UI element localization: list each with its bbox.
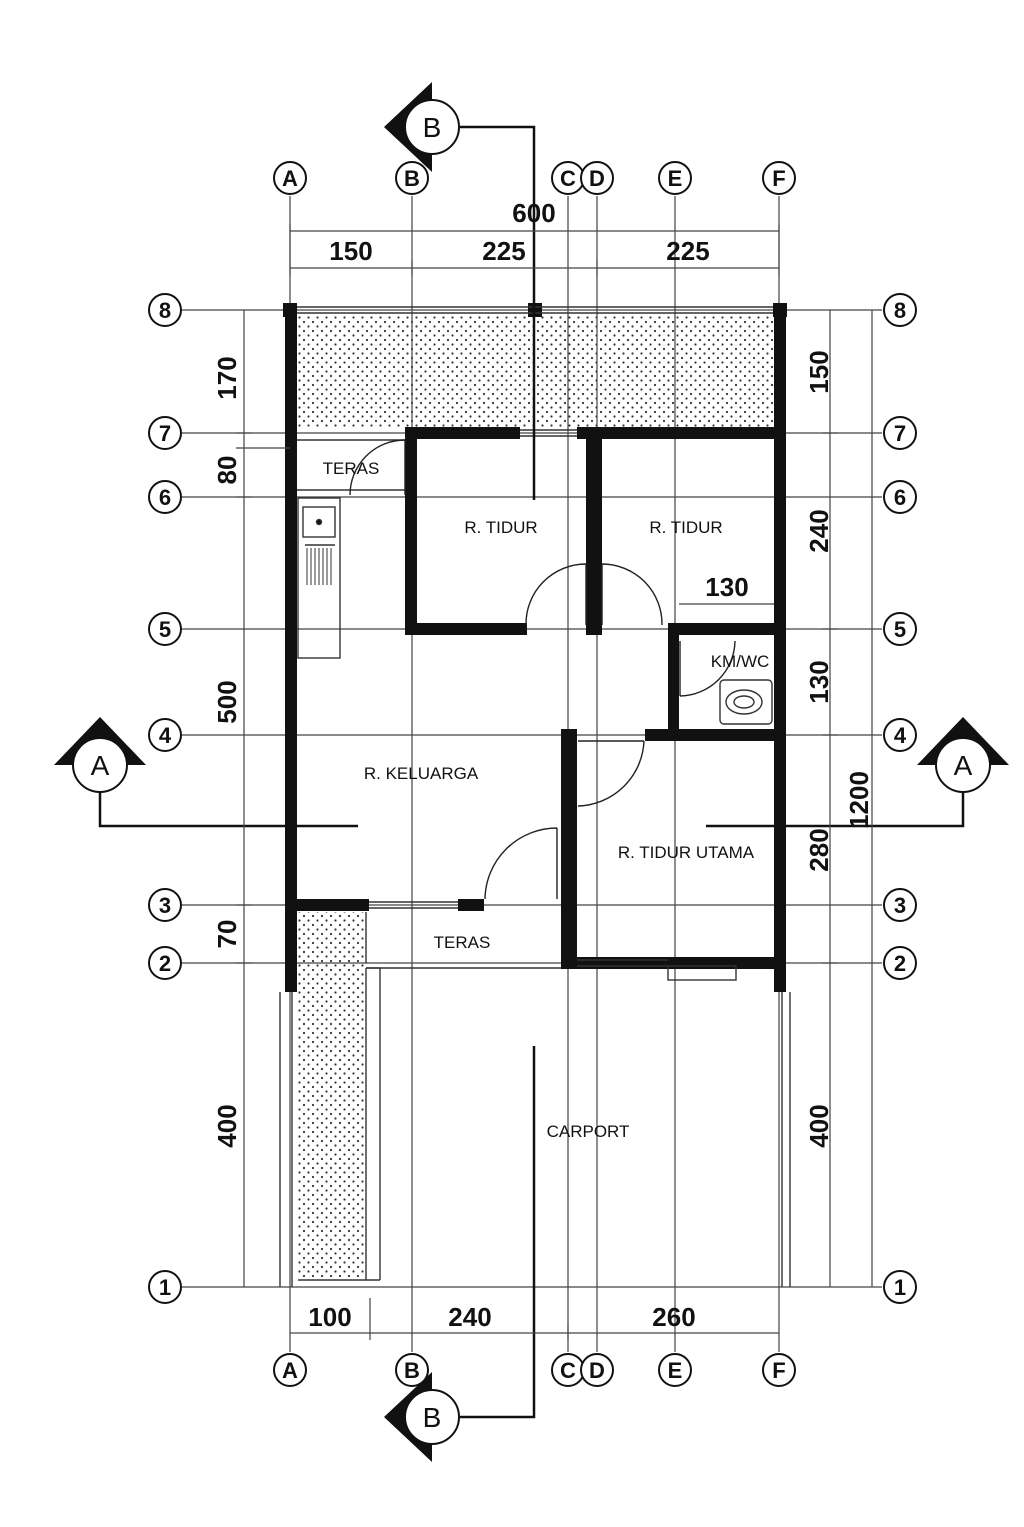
grid-label-3-right: 3 <box>894 893 906 918</box>
grid-label-5-left: 5 <box>159 617 171 642</box>
dimension-labels: 600 150 225 225 100 240 260 170 80 500 7… <box>212 198 874 1332</box>
grid-label-f-bottom: F <box>772 1358 785 1383</box>
dimension-lines <box>236 224 873 1340</box>
grid-label-2-right: 2 <box>894 951 906 976</box>
dim-bottom-seg-2: 240 <box>448 1302 491 1332</box>
grid-label-4-right: 4 <box>894 723 907 748</box>
grid-label-1-right: 1 <box>894 1275 906 1300</box>
grid-label-b-bottom: B <box>404 1358 420 1383</box>
grid-label-5-right: 5 <box>894 617 906 642</box>
room-label-tidur-1: R. TIDUR <box>464 518 537 537</box>
room-label-teras-bottom: TERAS <box>434 933 491 952</box>
dim-right-seg-5: 400 <box>804 1104 834 1147</box>
grid-label-d-top: D <box>589 166 605 191</box>
dim-right-seg-1: 150 <box>804 350 834 393</box>
grid-label-b-top: B <box>404 166 420 191</box>
grid-label-7-right: 7 <box>894 421 906 446</box>
grid-label-f-top: F <box>772 166 785 191</box>
grid-bubbles-right: 8 7 6 5 4 3 2 1 <box>883 293 917 1304</box>
section-label-b-top: B <box>423 112 442 143</box>
room-label-kmwc: KM/WC <box>711 652 770 671</box>
grid-label-a-top: A <box>282 166 298 191</box>
section-lines <box>98 125 965 1419</box>
room-label-tidur-2: R. TIDUR <box>649 518 722 537</box>
dim-right-seg-4: 280 <box>804 828 834 871</box>
dim-left-seg-3: 500 <box>212 680 242 723</box>
hatch-left-garden <box>298 912 366 1278</box>
dim-right-total: 1200 <box>844 771 874 829</box>
section-label-b-bottom: B <box>423 1402 442 1433</box>
grid-label-d-bottom: D <box>589 1358 605 1383</box>
dim-top-seg-1: 150 <box>329 236 372 266</box>
grid-label-c-bottom: C <box>560 1358 576 1383</box>
grid-label-7-left: 7 <box>159 421 171 446</box>
grid-label-3-left: 3 <box>159 893 171 918</box>
dim-left-seg-5: 400 <box>212 1104 242 1147</box>
drainer-lines <box>306 548 332 585</box>
grid-label-c-top: C <box>560 166 576 191</box>
section-marker-b-top: B <box>384 82 460 172</box>
section-label-a-right: A <box>954 750 973 781</box>
section-label-a-left: A <box>91 750 110 781</box>
grid-bubbles-bottom: A B C D E F <box>273 1353 796 1387</box>
room-label-teras-top: TERAS <box>323 459 380 478</box>
grid-label-6-left: 6 <box>159 485 171 510</box>
dim-left-seg-2: 80 <box>212 456 242 485</box>
grid-label-e-bottom: E <box>668 1358 683 1383</box>
room-label-tidur-utama: R. TIDUR UTAMA <box>618 843 755 862</box>
grid-bubbles-top: A B C D E F <box>273 161 796 195</box>
grid-bubbles-left: 8 7 6 5 4 3 2 1 <box>148 293 182 1304</box>
grid-label-8-right: 8 <box>894 298 906 323</box>
dim-right-seg-3: 130 <box>804 660 834 703</box>
dim-top-total: 600 <box>512 198 555 228</box>
doors <box>349 439 736 900</box>
dim-bottom-seg-3: 260 <box>652 1302 695 1332</box>
grid-label-8-left: 8 <box>159 298 171 323</box>
grid-label-2-left: 2 <box>159 951 171 976</box>
section-marker-a-right: A <box>917 717 1009 793</box>
section-marker-b-bottom: B <box>384 1372 460 1462</box>
dim-right-seg-2: 240 <box>804 509 834 552</box>
section-marker-a-left: A <box>54 717 146 793</box>
dim-top-seg-2: 225 <box>482 236 525 266</box>
dim-kmwc-width: 130 <box>705 572 748 602</box>
grid-label-1-left: 1 <box>159 1275 171 1300</box>
grid-label-e-top: E <box>668 166 683 191</box>
dim-left-seg-1: 170 <box>212 356 242 399</box>
room-labels: TERAS R. TIDUR R. TIDUR KM/WC R. KELUARG… <box>323 459 770 1141</box>
dim-top-seg-3: 225 <box>666 236 709 266</box>
dim-bottom-seg-1: 100 <box>308 1302 351 1332</box>
room-label-carport: CARPORT <box>547 1122 630 1141</box>
grid-label-a-bottom: A <box>282 1358 298 1383</box>
grid-label-4-left: 4 <box>159 723 172 748</box>
grid-label-6-right: 6 <box>894 485 906 510</box>
room-label-keluarga: R. KELUARGA <box>364 764 479 783</box>
dim-left-seg-4: 70 <box>212 920 242 949</box>
